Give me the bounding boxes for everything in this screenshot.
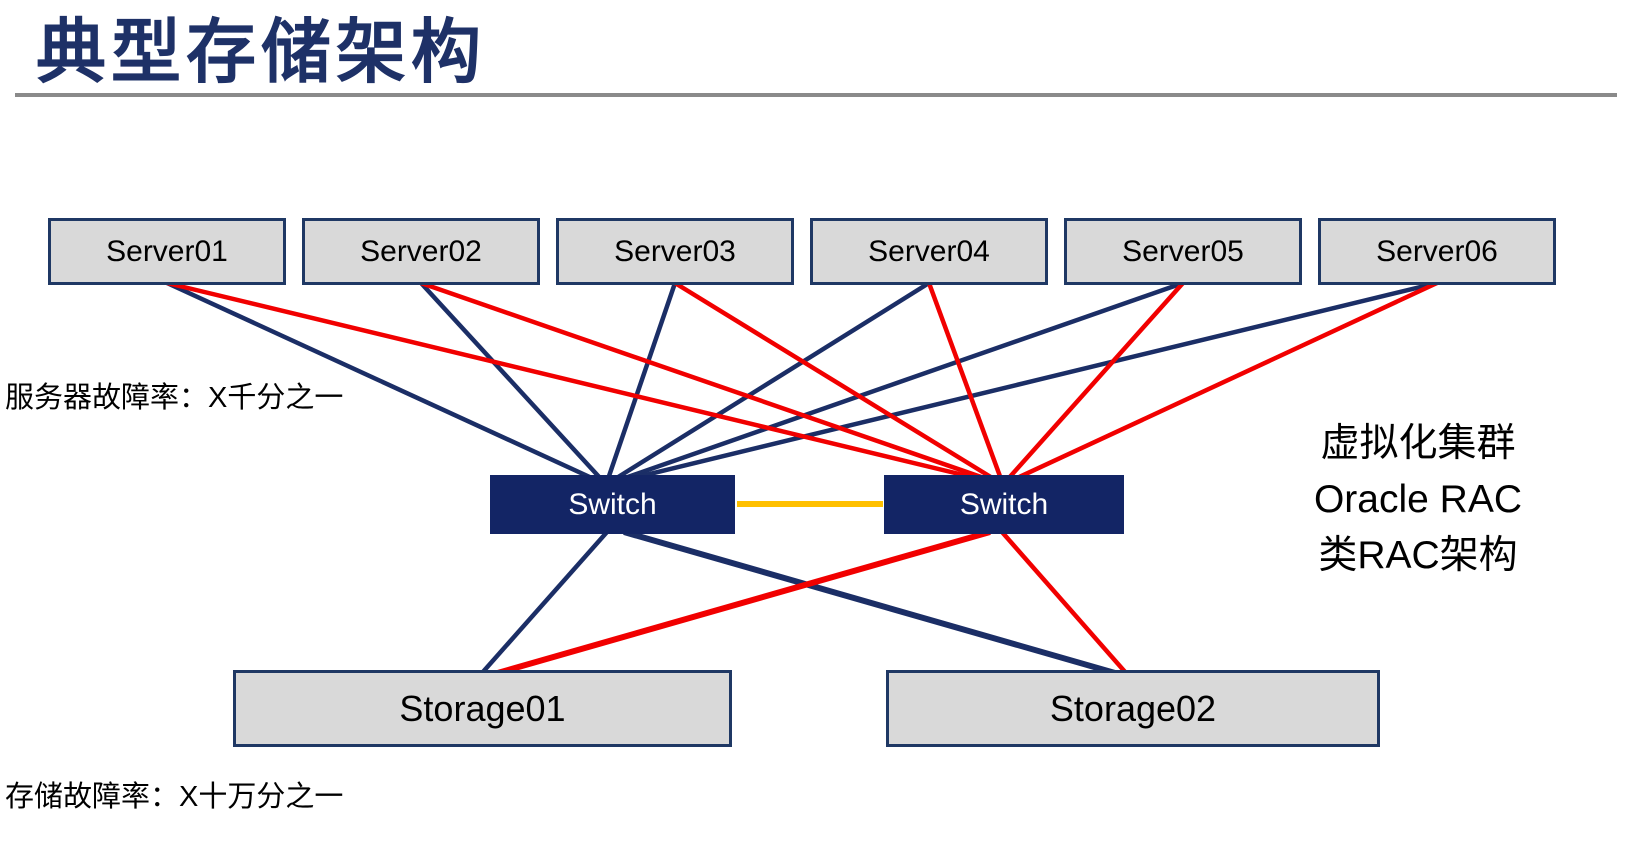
link-server04-switch-b <box>926 282 1004 480</box>
link-server03-switch-a <box>605 282 678 480</box>
server-box-03: Server03 <box>556 218 794 285</box>
server-label: Server01 <box>106 234 228 268</box>
link-server01-switch-a <box>166 280 595 482</box>
link-server05-switch-a <box>621 280 1184 482</box>
link-server02-switch-a <box>419 281 603 481</box>
server-box-04: Server04 <box>810 218 1048 285</box>
link-switch-a-storage01 <box>480 530 609 675</box>
server-box-02: Server02 <box>302 218 540 285</box>
link-server05-switch-b <box>1006 281 1185 481</box>
storage-fault-rate-label: 存储故障率：X十万分之一 <box>5 781 344 813</box>
link-server06-switch-b <box>1014 280 1438 482</box>
switch-box-right: Switch <box>884 475 1124 534</box>
server-box-01: Server01 <box>48 218 286 285</box>
storage-label: Storage01 <box>399 687 566 729</box>
link-server04-switch-a <box>613 281 931 481</box>
storage-box-01: Storage01 <box>233 670 732 747</box>
server-label: Server05 <box>1122 234 1244 268</box>
cluster-note-line: 类RAC架构 <box>1318 534 1518 577</box>
link-server02-switch-b <box>420 280 988 482</box>
link-server01-switch-b <box>166 280 981 482</box>
page-title: 典型存储架构 <box>36 12 486 91</box>
cluster-note-line: 虚拟化集群 <box>1320 422 1516 465</box>
link-switch-a-storage02 <box>623 529 1123 678</box>
storage-box-02: Storage02 <box>886 670 1380 747</box>
link-switch-b-storage01 <box>486 529 991 679</box>
server-label: Server03 <box>614 234 736 268</box>
link-switch-b-storage02 <box>1000 530 1128 675</box>
switch-label: Switch <box>568 487 657 521</box>
link-server03-switch-b <box>673 281 996 481</box>
server-box-06: Server06 <box>1318 218 1556 285</box>
server-label: Server06 <box>1376 234 1498 268</box>
link-server06-switch-a <box>628 280 1438 482</box>
server-label: Server02 <box>360 234 482 268</box>
switch-box-left: Switch <box>490 475 735 534</box>
server-box-05: Server05 <box>1064 218 1302 285</box>
server-fault-rate-label: 服务器故障率：X千分之一 <box>5 382 344 414</box>
title-divider <box>15 93 1617 97</box>
storage-label: Storage02 <box>1049 687 1217 729</box>
switch-label: Switch <box>959 487 1049 521</box>
cluster-note: 虚拟化集群 Oracle RAC 类RAC架构 <box>1272 416 1564 584</box>
server-label: Server04 <box>868 234 990 268</box>
cluster-note-line: Oracle RAC <box>1313 478 1523 521</box>
